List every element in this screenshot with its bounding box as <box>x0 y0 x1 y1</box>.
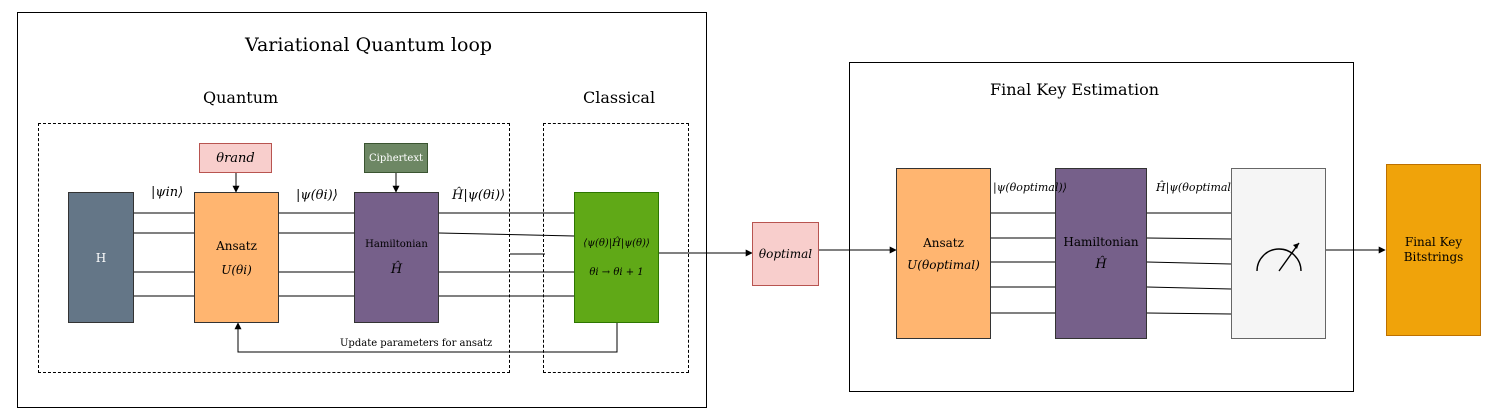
classical-optimizer-block: ⟨ψ(θ)|Ĥ|ψ(θ)⟩ θi → θi + 1 <box>574 192 659 323</box>
final-key-frame <box>849 62 1354 392</box>
psi-theta-label: |ψ(θi)⟩ <box>296 188 338 203</box>
ansatz-block: Ansatz U(θi) <box>194 192 279 323</box>
classical-label: Classical <box>583 88 656 107</box>
final-ansatz-formula: U(θoptimal) <box>907 257 980 272</box>
final-hamiltonian-symbol: Ĥ <box>1095 257 1107 272</box>
ciphertext-label: Ciphertext <box>369 152 423 164</box>
hamiltonian-block: Hamiltonian Ĥ <box>354 192 439 323</box>
hamiltonian-symbol: Ĥ <box>390 261 403 277</box>
classical-frame <box>543 123 689 373</box>
theta-rand-label: θrand <box>216 150 255 166</box>
final-hamiltonian-title: Hamiltonian <box>1063 235 1139 249</box>
hamiltonian-title: Hamiltonian <box>365 238 428 250</box>
wires-ansatz-to-hamiltonian <box>279 212 354 297</box>
ansatz-title: Ansatz <box>216 238 257 253</box>
psi-in-label: |ψin⟩ <box>151 185 184 200</box>
psi-optimal-label: |ψ(θoptimal)⟩ <box>993 181 1067 194</box>
theta-optimal-label: θoptimal <box>758 247 813 261</box>
quantum-frame <box>38 123 510 373</box>
wires-final-hamiltonian-to-measurement <box>1146 212 1232 315</box>
hadamard-label: H <box>95 250 107 265</box>
variational-loop-frame <box>17 12 707 408</box>
wires-hamiltonian-to-classical <box>438 212 575 297</box>
feedback-label: Update parameters for ansatz <box>340 338 493 349</box>
update-rule-label: θi → θi + 1 <box>589 266 644 278</box>
wires-final-ansatz-to-hamiltonian <box>991 212 1055 314</box>
wires-h-to-ansatz <box>134 212 194 297</box>
final-key-output-block: Final Key Bitstrings <box>1386 164 1481 336</box>
ansatz-formula: U(θi) <box>221 262 252 277</box>
final-title: Final Key Estimation <box>990 80 1160 99</box>
loop-title: Variational Quantum loop <box>245 34 493 56</box>
meter-icon <box>1255 242 1302 271</box>
quantum-label: Quantum <box>203 88 279 107</box>
ciphertext-block: Ciphertext <box>364 143 428 173</box>
hadamard-block: H <box>68 192 134 323</box>
final-ansatz-block: Ansatz U(θoptimal) <box>896 168 991 339</box>
final-key-output-label: Final Key Bitstrings <box>1403 235 1464 264</box>
theta-rand-block: θrand <box>199 143 272 173</box>
feedback-arrow <box>234 322 618 353</box>
h-psi-optimal-label: Ĥ|ψ(θoptimal)⟩ <box>1156 181 1240 194</box>
expectation-label: ⟨ψ(θ)|Ĥ|ψ(θ)⟩ <box>583 237 650 249</box>
h-psi-theta-label: Ĥ|ψ(θi)⟩ <box>452 188 506 203</box>
final-hamiltonian-block: Hamiltonian Ĥ <box>1055 168 1147 339</box>
theta-optimal-block: θoptimal <box>752 222 819 286</box>
measurement-block <box>1231 168 1326 339</box>
final-ansatz-title: Ansatz <box>923 235 964 250</box>
